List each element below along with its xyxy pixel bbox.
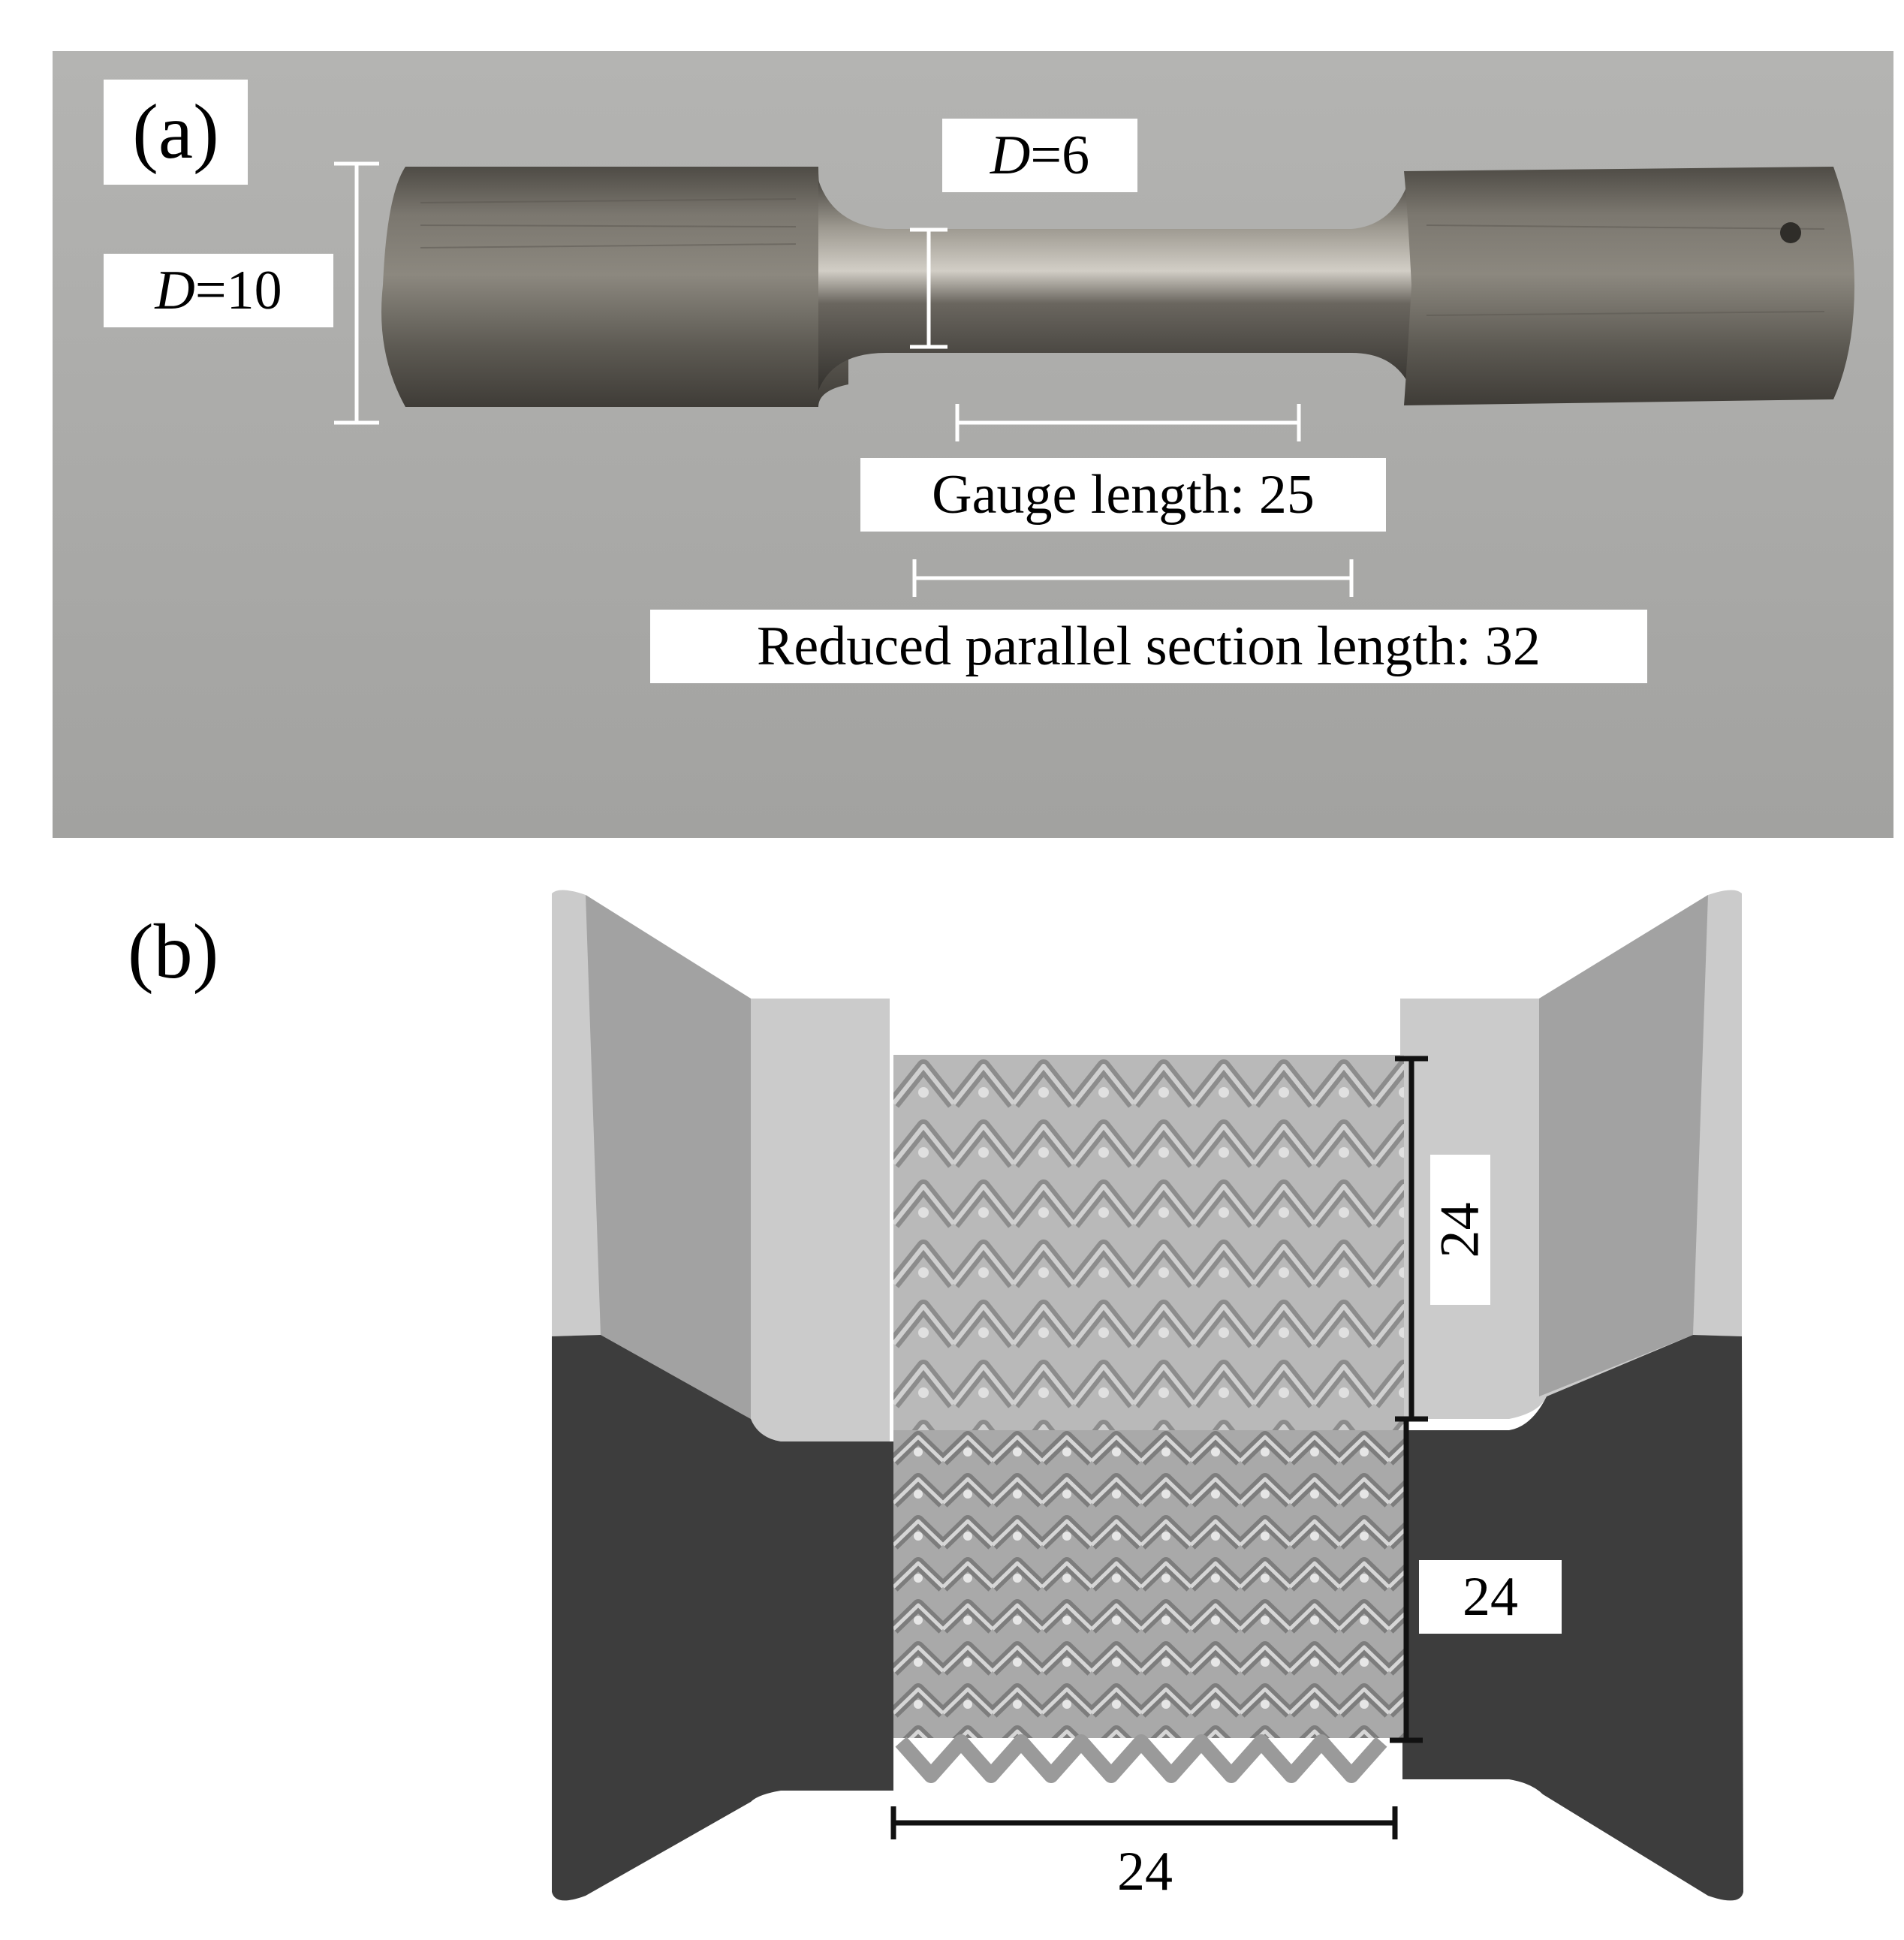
gauge-diameter-value: =6 — [1030, 124, 1090, 186]
dim-upper-vertical-label: 24 — [1429, 1155, 1491, 1305]
lattice-model — [552, 890, 1743, 1901]
left-grip-dark — [552, 1335, 893, 1901]
panel-b-letter: (b) — [128, 908, 219, 995]
panel-a-label-box: (a) — [104, 80, 248, 185]
grip-diameter-value: =10 — [194, 259, 282, 321]
right-grip-dark — [1402, 1335, 1743, 1901]
gauge-diameter-label: D=6 — [942, 119, 1137, 192]
right-grip-light-face — [1539, 895, 1708, 1396]
lattice-upper — [893, 1055, 1404, 1441]
dim-width-label: 24 — [1117, 1840, 1173, 1902]
left-grip-light-face — [586, 895, 751, 1419]
right-grip — [1404, 167, 1854, 405]
reduced-section-label: Reduced parallel section length: 32 — [650, 610, 1647, 683]
grip-diameter-var: D — [155, 259, 195, 321]
gauge-section — [818, 173, 1411, 390]
panel-a-letter: (a) — [132, 89, 219, 175]
dim-upper-vertical-text: 24 — [1429, 1202, 1491, 1258]
gauge-length-label: Gauge length: 25 — [860, 458, 1386, 532]
grip-diameter-label: D=10 — [104, 254, 333, 327]
gauge-diameter-var: D — [990, 124, 1031, 186]
lattice-bottom-edge — [895, 1734, 1387, 1783]
lattice-lower — [893, 1430, 1404, 1738]
dim-lower-vertical-label: 24 — [1419, 1560, 1562, 1634]
